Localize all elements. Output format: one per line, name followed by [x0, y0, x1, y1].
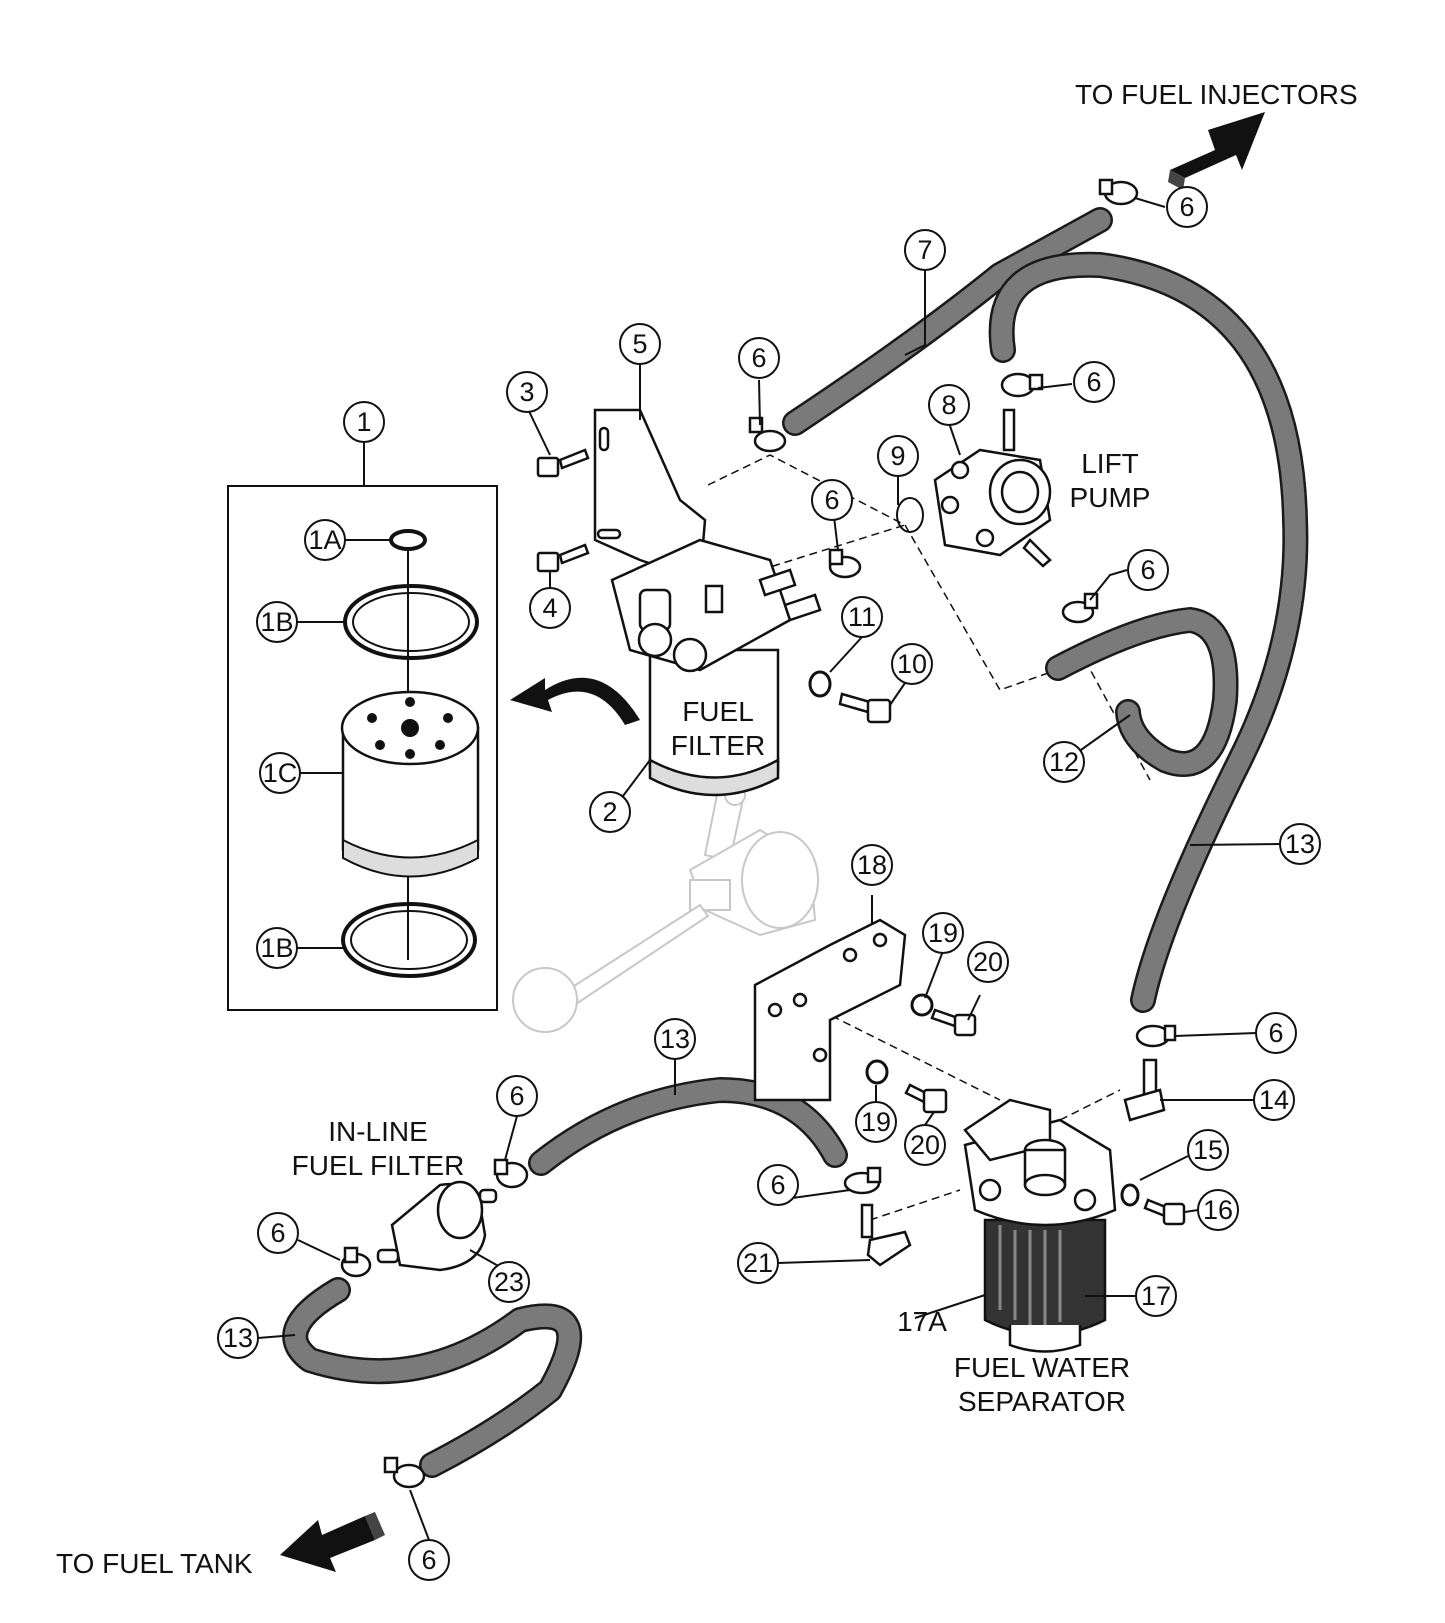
clamp-tee — [1135, 1024, 1177, 1048]
callout-6-tee: 6 — [1268, 1018, 1283, 1048]
washer-15 — [1120, 1183, 1140, 1207]
callout-14: 14 — [1259, 1085, 1289, 1115]
callout-6-inline-left: 6 — [270, 1218, 285, 1248]
washer-19-bottom — [865, 1059, 889, 1085]
callout-19-top: 19 — [928, 918, 958, 948]
callout-20-top: 20 — [973, 947, 1003, 977]
clamp-tank — [383, 1456, 426, 1489]
callout-3: 3 — [519, 377, 534, 407]
clamp-filter — [828, 548, 862, 579]
callout-13-right: 13 — [1285, 829, 1315, 859]
bolt-3 — [536, 448, 590, 478]
washer-19-top — [910, 993, 934, 1017]
callout-17: 17 — [1141, 1281, 1171, 1311]
callout-5: 5 — [632, 329, 647, 359]
bolt-20-bottom — [904, 1083, 948, 1114]
label-fuel-filter-line1: FUEL — [682, 696, 754, 727]
callout-16: 16 — [1203, 1195, 1233, 1225]
arrow-to-injectors-icon — [1168, 112, 1265, 190]
callout-6-pump-top: 6 — [1086, 367, 1101, 397]
label-fws-line2: SEPARATOR — [958, 1386, 1126, 1417]
bolt-4 — [536, 543, 590, 573]
fuel-filter-assembly — [610, 538, 822, 797]
leader-lines — [257, 197, 1281, 1541]
clamp-separator — [843, 1166, 882, 1195]
washer-11 — [808, 670, 832, 698]
clamp-bracket — [748, 416, 787, 453]
callout-1b-bottom: 1B — [260, 933, 293, 963]
bolt-16 — [1143, 1198, 1186, 1226]
o-ring-1a — [389, 529, 427, 551]
bracket-18 — [753, 918, 907, 1102]
callout-19-bottom: 19 — [861, 1107, 891, 1137]
gasket-1b-bottom — [341, 902, 477, 978]
callout-6-pump-side: 6 — [1140, 555, 1155, 585]
callout-6-tank: 6 — [421, 1545, 436, 1575]
hose-clamps — [340, 178, 1177, 1489]
callout-20-bottom: 20 — [910, 1130, 940, 1160]
bolt-10 — [838, 692, 892, 724]
callout-12: 12 — [1049, 747, 1079, 777]
hoses — [282, 207, 1309, 1478]
callout-6-injector: 6 — [1179, 192, 1194, 222]
label-fuel-filter-line2: FILTER — [671, 730, 765, 761]
callout-6-filter: 6 — [824, 485, 839, 515]
lift-pump-8 — [933, 408, 1052, 568]
label-to-fuel-tank: TO FUEL TANK — [56, 1548, 253, 1579]
callout-7: 7 — [917, 235, 932, 265]
callout-1b-top: 1B — [260, 607, 293, 637]
label-to-fuel-injectors: TO FUEL INJECTORS — [1075, 79, 1358, 110]
arrow-to-tank-icon — [280, 1512, 385, 1572]
callout-13-mid: 13 — [660, 1024, 690, 1054]
callout-6-separator: 6 — [770, 1170, 785, 1200]
callout-15: 15 — [1193, 1135, 1223, 1165]
callout-1c: 1C — [263, 758, 298, 788]
callout-23: 23 — [494, 1267, 524, 1297]
callout-11: 11 — [848, 602, 876, 632]
callout-1a: 1A — [308, 525, 341, 555]
filter-cartridge-1c — [340, 690, 480, 878]
callout-18: 18 — [857, 850, 887, 880]
clamp-inline-left — [340, 1246, 372, 1278]
label-part-17a: 17A — [897, 1306, 947, 1337]
curved-arrow-icon — [510, 677, 640, 725]
callout-21: 21 — [743, 1248, 773, 1278]
callout-10: 10 — [897, 649, 927, 679]
callout-2: 2 — [602, 797, 617, 827]
label-inline-filter-line1: IN-LINE — [328, 1116, 428, 1147]
clamp-pump-top — [1000, 372, 1044, 398]
text-labels: TO FUEL INJECTORS TO FUEL TANK LIFT PUMP… — [56, 79, 1358, 1579]
label-lift-pump-line1: LIFT — [1081, 448, 1139, 479]
clamp-inline-right — [493, 1158, 529, 1189]
callout-circles — [217, 186, 1321, 1581]
callout-8: 8 — [941, 390, 956, 420]
tee-fitting-14 — [1123, 1058, 1166, 1122]
callout-numbers: 1 1A 1B 1C 1B 2 3 4 5 6 7 8 9 10 11 6 6 … — [223, 192, 1315, 1575]
fuel-water-separator-17 — [963, 1098, 1117, 1353]
callout-6-bracket: 6 — [751, 343, 766, 373]
label-fws-line1: FUEL WATER — [954, 1352, 1130, 1383]
fitting-21 — [860, 1203, 912, 1267]
filter-element-inset — [227, 442, 498, 1011]
label-lift-pump-line2: PUMP — [1070, 482, 1151, 513]
bolt-20-top — [930, 1008, 977, 1037]
callout-13-left: 13 — [223, 1323, 253, 1353]
clamp-injector — [1098, 178, 1139, 206]
clamp-pump-side — [1061, 592, 1099, 624]
inline-fuel-filter-23 — [376, 1180, 498, 1272]
o-ring-9 — [896, 497, 924, 533]
ghost-linkage — [512, 778, 819, 1033]
callout-4: 4 — [542, 593, 557, 623]
callout-6-inline: 6 — [509, 1081, 524, 1111]
gasket-1b-top — [343, 584, 479, 660]
callout-1: 1 — [356, 407, 371, 437]
callout-9: 9 — [890, 441, 905, 471]
label-inline-filter-line2: FUEL FILTER — [292, 1150, 465, 1181]
